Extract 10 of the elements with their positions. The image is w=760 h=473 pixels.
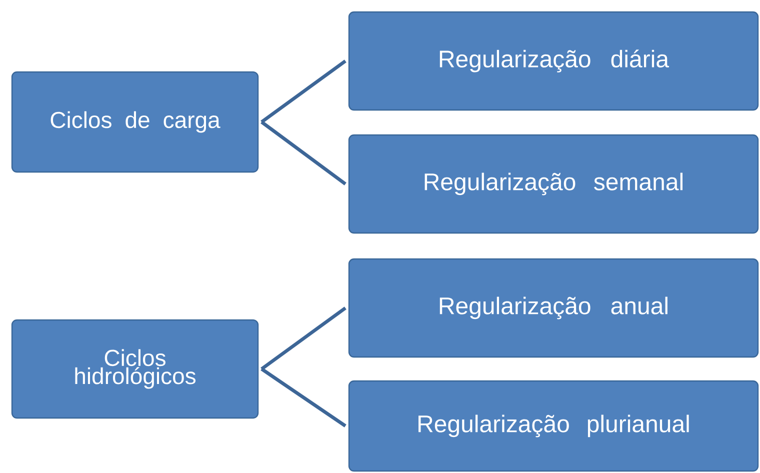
process-box: Regularização anual (348, 258, 759, 358)
process-box: Regularização plurianual (348, 380, 759, 472)
connector-line (260, 60, 346, 124)
process-box: Regularização diária (348, 11, 759, 111)
process-box: Regularização semanal (348, 134, 759, 234)
process-box: Ciclos hidrológicos (11, 319, 259, 419)
process-box: Ciclos de carga (11, 71, 259, 173)
connector-line (260, 120, 346, 186)
connector-line (260, 368, 346, 428)
connector-line (260, 306, 346, 370)
